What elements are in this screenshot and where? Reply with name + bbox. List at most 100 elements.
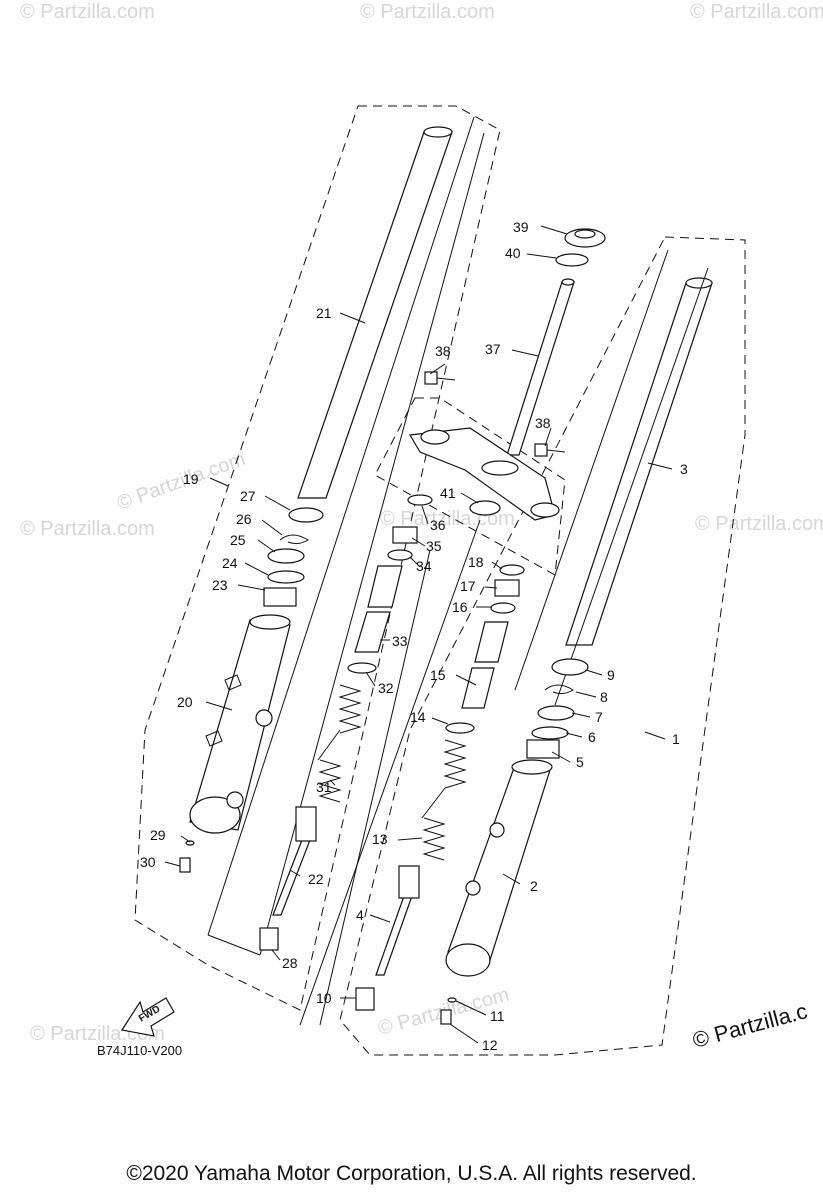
fwd-arrow: FWD: [121, 997, 175, 1037]
part-label: 28: [282, 955, 298, 971]
spring-13: [421, 739, 467, 861]
part-label: 25: [230, 532, 246, 548]
assembly-boundaries: [134, 105, 746, 1056]
part-label: 22: [308, 871, 324, 887]
washer-7: [537, 705, 575, 721]
bolt-12: [440, 1009, 452, 1025]
oil-seal-27: [288, 507, 324, 523]
part-label: 29: [150, 827, 166, 843]
washer-25: [267, 548, 305, 564]
race-40: [555, 253, 589, 267]
watermark: © Partzilla.com: [20, 1, 155, 23]
part-label: 3: [680, 461, 688, 477]
part-label: 36: [430, 517, 446, 533]
part-label: 8: [600, 689, 608, 705]
part-label: 35: [426, 538, 442, 554]
damper-rod-22: [272, 839, 311, 916]
cap-18: [499, 564, 525, 576]
part-label: 2: [530, 878, 538, 894]
bushing-10: [355, 987, 375, 1011]
washer-14: [445, 722, 475, 734]
rebound-spring-4: [398, 865, 420, 899]
inner-tube-left-top: [423, 126, 453, 138]
part-label: 34: [416, 558, 432, 574]
right-fork-boundary: [339, 236, 746, 1056]
part-label: 31: [316, 779, 332, 795]
inner-tube-right-top: [685, 277, 713, 289]
part-label: 32: [378, 680, 394, 696]
washer-11: [447, 997, 457, 1003]
cap-bolt-17: [494, 579, 520, 597]
part-labels: 1 2 3 4 5 6 7 8 9 10 11 12 13 14 15 16 1…: [140, 219, 688, 1053]
right-fork-parts: [355, 249, 713, 1025]
washer-29: [185, 840, 195, 846]
cap-36: [407, 494, 433, 506]
oil-seal-9: [551, 658, 589, 676]
part-label: 33: [392, 633, 408, 649]
part-label: 38: [435, 343, 451, 359]
part-label: 24: [222, 555, 238, 571]
watermark: © Partzilla.com: [360, 1, 495, 23]
partzilla-mark: © Partzilla.c: [690, 998, 810, 1053]
part-label: 18: [468, 554, 484, 570]
o-ring-16: [490, 602, 516, 614]
o-ring-34: [387, 549, 413, 561]
part-label: 9: [607, 667, 615, 683]
part-label: 30: [140, 854, 156, 870]
part-label: 14: [410, 709, 426, 725]
part-label: 10: [316, 990, 332, 1006]
bushing-23: [263, 587, 297, 607]
steering-parts: [409, 228, 606, 521]
spring-31: [317, 684, 362, 803]
part-label: 23: [212, 577, 228, 593]
part-label: 17: [460, 578, 476, 594]
triple-clamp-boundary: [374, 397, 566, 576]
bushing-28: [259, 927, 279, 951]
watermark: © Partzilla.com: [690, 1, 823, 23]
part-label: 41: [440, 485, 456, 501]
rebound-spring-22: [295, 806, 317, 842]
outer-tube-right: [447, 764, 551, 961]
spacer-15: [474, 621, 509, 663]
fwd-arrow-icon: [121, 997, 175, 1037]
part-label: 15: [430, 667, 446, 683]
part-label: 37: [485, 341, 501, 357]
spacer-33: [367, 565, 403, 608]
clip-26: [279, 534, 309, 545]
part-label: 39: [513, 219, 529, 235]
washer-24: [267, 570, 305, 584]
nut-41: [469, 500, 501, 516]
part-label: 5: [576, 754, 584, 770]
copyright-notice: ©2020 Yamaha Motor Corporation, U.S.A. A…: [126, 1162, 697, 1185]
part-label: 6: [588, 729, 596, 745]
bushing-5: [526, 739, 560, 759]
part-label: 1: [672, 731, 680, 747]
part-label: 26: [236, 511, 252, 527]
leader-lines: [164, 225, 673, 1044]
part-label: 16: [452, 599, 468, 615]
washer-6: [531, 726, 569, 740]
part-label: 7: [595, 709, 603, 725]
part-label: 40: [505, 245, 521, 261]
part-label: 20: [177, 694, 193, 710]
part-label: 13: [372, 831, 388, 847]
part-label: 21: [316, 305, 332, 321]
part-label: 19: [183, 471, 199, 487]
part-label: 27: [240, 488, 256, 504]
part-label: 4: [356, 907, 364, 923]
left-fork-boundary: [134, 105, 501, 1011]
damper-rod-4: [375, 895, 413, 976]
left-fork-parts: [179, 116, 485, 1026]
watermark: © Partzilla.com: [20, 518, 155, 540]
clip-8: [544, 684, 574, 695]
cap-bolt-35: [392, 526, 418, 544]
part-label: 38: [535, 415, 551, 431]
part-label: 11: [490, 1008, 505, 1024]
diagram-code: B74J110-V200: [97, 1043, 182, 1058]
bolt-30: [179, 857, 191, 873]
part-label: 12: [482, 1037, 498, 1053]
watermark: © Partzilla.com: [114, 448, 248, 515]
washer-32: [347, 662, 377, 674]
watermark: © Partzilla.com: [695, 513, 823, 535]
